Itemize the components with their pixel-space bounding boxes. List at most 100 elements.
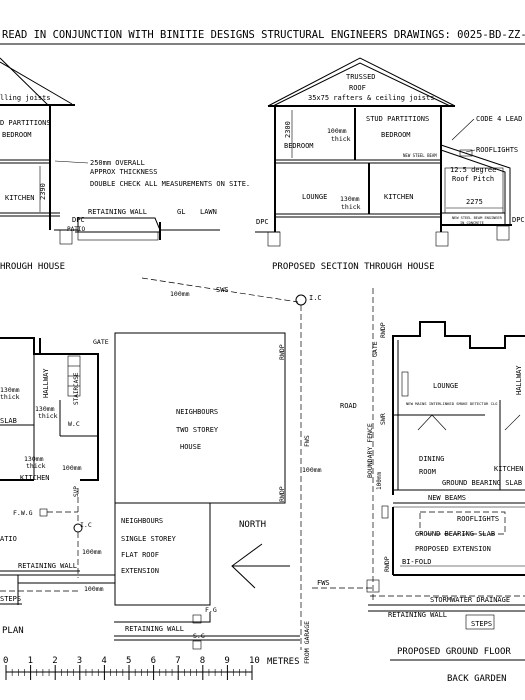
pipe-100-site: 100mm xyxy=(302,466,322,474)
kitchen-label: KITCHEN xyxy=(384,193,414,201)
plan-swr: SWR xyxy=(379,413,387,425)
lounge-label: LOUNGE xyxy=(302,193,327,201)
header-note: READ IN CONJUNCTION WITH BINITIE DESIGNS… xyxy=(2,29,525,41)
plan-dining-2: ROOM xyxy=(419,468,436,476)
scale-tick-label: 8 xyxy=(200,656,205,666)
fg-label: F.G xyxy=(205,606,217,614)
bedroom-left-label: BEDROOM xyxy=(284,142,314,150)
scale-tick-label: 1 xyxy=(28,656,33,666)
pitch-label-2: Roof Pitch xyxy=(452,175,494,183)
existing-section: D PARTITIONS lling joists BEDROOM KITCHE… xyxy=(0,57,85,272)
new-steel-beam-label: NEW STEEL BEAM xyxy=(403,153,437,158)
existing-steps: STEPS xyxy=(0,595,21,603)
existing-slab-a-1: 130mm xyxy=(0,386,20,394)
plan-kitchen: KITCHEN xyxy=(494,465,524,473)
existing-kitchen-label: KITCHEN xyxy=(5,194,35,202)
existing-slab-b-2: thick xyxy=(38,412,58,420)
sws-label-top: SWS xyxy=(216,286,229,294)
proposed-plan-caption: PROPOSED GROUND FLOOR xyxy=(397,647,511,657)
bedroom-right-label: BEDROOM xyxy=(381,131,411,139)
scale-unit: METRES xyxy=(267,657,300,667)
scale-tick-label: 0 xyxy=(3,656,8,666)
plan-retaining-wall: RETAINING WALL xyxy=(388,611,447,619)
plan-rooflights: ROOFLIGHTS xyxy=(457,515,499,523)
existing-ic: I.C xyxy=(80,521,92,529)
neighbours-house-3: HOUSE xyxy=(180,443,201,451)
neighbours-house-1: NEIGHBOURS xyxy=(176,408,218,416)
existing-svp: SVP xyxy=(73,486,80,497)
note-retaining-wall: RETAINING WALL xyxy=(88,208,147,216)
existing-joists-label: lling joists xyxy=(0,94,51,102)
existing-patio: ATIO xyxy=(0,535,17,543)
rooflights-label: ROOFLIGHTS xyxy=(476,146,518,154)
neighbours-ext-1: NEIGHBOURS xyxy=(121,517,163,525)
existing-section-caption: HROUGH HOUSE xyxy=(0,262,65,272)
note-overall-2: APPROX THICKNESS xyxy=(90,168,157,176)
existing-slab-b-1: 130mm xyxy=(35,405,55,413)
plan-extension: PROPOSED EXTENSION xyxy=(415,545,491,553)
scale-tick-label: 5 xyxy=(126,656,131,666)
existing-slab-label: SLAB xyxy=(0,417,17,425)
site-context: SWS 100mm I.C RWDP RWDP FWS 100mm NEIGHB… xyxy=(114,277,322,664)
scale-tick-label: 7 xyxy=(175,656,180,666)
pipe-100-top: 100mm xyxy=(170,290,190,298)
proposed-ground-floor: RWDP GATE SWR BOUNDARY FENCE ROAD 100mm … xyxy=(312,288,525,684)
existing-partitions-label: D PARTITIONS xyxy=(0,119,51,127)
north-arrow: NORTH xyxy=(231,520,290,589)
plan-slab-2: GROUND BEARING SLAB xyxy=(415,530,495,538)
roof-label-1: TRUSSED xyxy=(346,73,376,81)
plan-road: ROAD xyxy=(340,402,357,410)
plan-steps: STEPS xyxy=(471,620,492,628)
dpc-right-label: DPC xyxy=(512,216,525,224)
scale-tick-label: 2 xyxy=(52,656,57,666)
site-retaining-wall: RETAINING WALL xyxy=(125,625,184,633)
note-check: DOUBLE CHECK ALL MEASUREMENTS ON SITE. xyxy=(90,180,250,188)
width-2275: 2275 xyxy=(466,198,483,206)
existing-retaining-wall: RETAINING WALL xyxy=(18,562,77,570)
rwdp-label-1: RWDP xyxy=(278,344,286,360)
plan-boundary: BOUNDARY FENCE xyxy=(366,423,374,478)
scale-tick-label: 4 xyxy=(101,656,106,666)
plan-dining-1: DINING xyxy=(419,455,444,463)
slab-thickness-2: thick xyxy=(341,203,361,211)
existing-wc: W.C xyxy=(68,420,80,428)
ic-top-label: I.C xyxy=(309,294,322,302)
proposed-section-caption: PROPOSED SECTION THROUGH HOUSE xyxy=(272,262,435,272)
scale-tick-label: 6 xyxy=(151,656,156,666)
existing-slab-a-2: thick xyxy=(0,393,20,401)
plan-new-beams: NEW BEAMS xyxy=(428,494,466,502)
plan-slab: GROUND BEARING SLAB xyxy=(442,479,522,487)
plan-rwdp-2: RWDP xyxy=(383,556,391,572)
beam-note-2: IN CONCRETE xyxy=(460,221,484,225)
partition-width-2: thick xyxy=(331,135,351,143)
first-floor-height: 2300 xyxy=(284,121,292,138)
roof-label-2: ROOF xyxy=(349,84,366,92)
scale-tick-label: 10 xyxy=(249,656,260,666)
plan-stormwater: STORMWATER DRAINAGE xyxy=(430,596,510,604)
note-overall-1: 250mm OVERALL xyxy=(90,159,145,167)
existing-hallway: HALLWAY xyxy=(42,368,50,398)
fws-label: FWS xyxy=(303,435,311,447)
slab-thickness-1: 130mm xyxy=(340,195,360,203)
stud-partitions-label: STUD PARTITIONS xyxy=(366,115,429,123)
existing-pipe-100-c: 100mm xyxy=(84,585,104,593)
pitch-label-1: 12.5 degree xyxy=(450,166,496,174)
partition-width-1: 100mm xyxy=(327,127,347,135)
plan-pipe-100: 100mm xyxy=(376,472,383,490)
existing-staircase: STAIRCASE xyxy=(73,372,80,405)
existing-kitchen: KITCHEN xyxy=(20,474,50,482)
plan-smoke-note: NEW MAINS INTERLINKED SMOKE DETECTOR CLG xyxy=(406,401,498,406)
garage-label: FROM GARAGE xyxy=(303,621,311,664)
rwdp-label-2: RWDP xyxy=(278,486,286,502)
scale-tick-label: 3 xyxy=(77,656,82,666)
existing-pipe-100-b: 100mm xyxy=(82,548,102,556)
proposed-section: TRUSSED ROOF 35x75 rafters & ceiling joi… xyxy=(255,57,525,272)
neighbours-house-2: TWO STOREY xyxy=(176,426,219,434)
north-label: NORTH xyxy=(239,520,266,530)
note-lawn: LAWN xyxy=(200,208,217,216)
header: READ IN CONJUNCTION WITH BINITIE DESIGNS… xyxy=(0,29,525,45)
neighbours-ext-3: FLAT ROOF xyxy=(121,551,159,559)
existing-height-2390: 2390 xyxy=(39,183,47,200)
